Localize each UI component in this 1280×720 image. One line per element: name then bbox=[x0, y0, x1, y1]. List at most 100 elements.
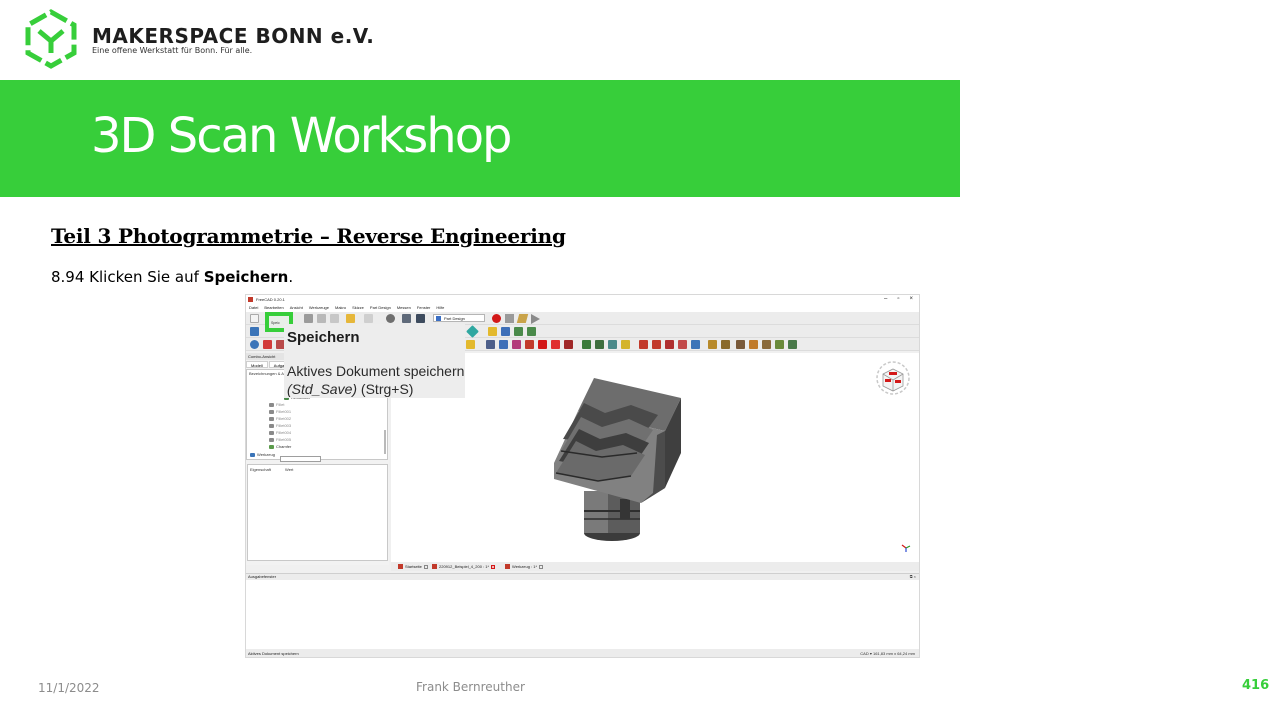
tree-item-fillet002[interactable]: Fillet002 bbox=[269, 416, 291, 421]
revolution-icon[interactable] bbox=[499, 340, 508, 349]
title-band bbox=[0, 80, 960, 197]
tree-rename-field[interactable] bbox=[280, 456, 321, 462]
brand-name: MAKERSPACE BONN e.V. bbox=[92, 24, 375, 48]
menu-skizze[interactable]: Skizze bbox=[352, 305, 364, 310]
property-editor: Eigenschaft Wert bbox=[247, 464, 388, 561]
cut-icon[interactable] bbox=[317, 314, 326, 323]
chamfer-icon[interactable] bbox=[595, 340, 604, 349]
shaft-wizard-icon[interactable] bbox=[736, 340, 745, 349]
3d-view[interactable] bbox=[391, 353, 919, 562]
multi-transform-icon[interactable] bbox=[678, 340, 687, 349]
status-message: Aktives Dokument speichern bbox=[248, 651, 299, 656]
value-column-header: Wert bbox=[285, 467, 294, 472]
tab-modell[interactable]: Modell bbox=[246, 361, 268, 368]
involute-gear-icon[interactable] bbox=[721, 340, 730, 349]
property-column-header: Eigenschaft bbox=[250, 467, 271, 472]
whats-this-icon[interactable] bbox=[416, 314, 425, 323]
std-views-icon[interactable] bbox=[250, 327, 259, 336]
draft-icon[interactable] bbox=[608, 340, 617, 349]
recompute-icon[interactable] bbox=[402, 314, 411, 323]
tree-label: Fillet003 bbox=[276, 423, 292, 428]
link-icon[interactable] bbox=[514, 327, 523, 336]
menu-part-design[interactable]: Part Design bbox=[369, 305, 391, 310]
part-icon[interactable] bbox=[488, 327, 497, 336]
status-dimensions: CAD ▾ 161,83 mm x 64,24 mm bbox=[860, 651, 915, 656]
undo-icon[interactable] bbox=[346, 314, 355, 323]
tree-label: Fillet004 bbox=[276, 430, 292, 435]
report-view-header: Ausgabefenster bbox=[246, 574, 919, 580]
fillet-node-icon bbox=[269, 402, 274, 407]
menu-makro[interactable]: Makro bbox=[335, 305, 347, 310]
tab-document[interactable]: 220912_Beispiel_4_200 : 1* bbox=[430, 563, 497, 570]
redo-icon[interactable] bbox=[364, 314, 373, 323]
subtractive-loft-icon[interactable] bbox=[564, 340, 573, 349]
tree-item-fillet003[interactable]: Fillet003 bbox=[269, 423, 291, 428]
clearance-icon[interactable] bbox=[788, 340, 797, 349]
menu-bearbeiten[interactable]: Bearbeiten bbox=[264, 305, 284, 310]
tree-item-werkzeug[interactable]: Werkzeug bbox=[250, 452, 275, 457]
groove-icon[interactable] bbox=[538, 340, 547, 349]
tree-item-fillet[interactable]: Fillet bbox=[269, 402, 284, 407]
step-instruction: 8.94 Klicken Sie auf Speichern. bbox=[51, 268, 293, 286]
tree-item-fillet004[interactable]: Fillet004 bbox=[269, 430, 291, 435]
menu-werkzeuge[interactable]: Werkzeuge bbox=[308, 305, 329, 310]
menu-fenster[interactable]: Fenster bbox=[416, 305, 431, 310]
maximize-button[interactable]: ▫ bbox=[897, 296, 900, 302]
menu-datei[interactable]: Datei bbox=[249, 305, 259, 310]
workbench-select[interactable]: Part Design bbox=[433, 314, 485, 322]
polar-pattern-icon[interactable] bbox=[665, 340, 674, 349]
link-make-icon[interactable] bbox=[527, 327, 536, 336]
validate-sketch-icon[interactable] bbox=[276, 340, 285, 349]
tab-werkzeug[interactable]: Werkzeug : 1* bbox=[503, 563, 545, 570]
pipe-icon[interactable] bbox=[525, 340, 534, 349]
tree-item-chamfer[interactable]: Chamfer bbox=[269, 444, 291, 449]
3d-model-part bbox=[554, 378, 681, 541]
close-button[interactable]: × bbox=[909, 296, 913, 302]
close-tab-icon[interactable] bbox=[539, 564, 544, 569]
chamfer-node-icon bbox=[269, 444, 274, 449]
pad-icon[interactable] bbox=[466, 340, 475, 349]
pocket-icon[interactable] bbox=[486, 340, 495, 349]
menu-messen[interactable]: Messen bbox=[396, 305, 411, 310]
fillet-node-icon bbox=[269, 430, 274, 435]
tree-label: Fillet002 bbox=[276, 416, 292, 421]
tree-scrollbar[interactable] bbox=[384, 430, 386, 454]
tree-item-fillet005[interactable]: Fillet005 bbox=[269, 437, 291, 442]
macro-record-icon[interactable] bbox=[492, 314, 501, 323]
report-view-controls[interactable]: ⧉ × bbox=[909, 574, 916, 579]
navigation-cube-icon[interactable] bbox=[875, 360, 911, 398]
macro-play-icon[interactable] bbox=[531, 314, 540, 324]
paste-icon[interactable] bbox=[330, 314, 339, 323]
loft-icon[interactable] bbox=[512, 340, 521, 349]
wizard-icon[interactable] bbox=[749, 340, 758, 349]
menu-ansicht[interactable]: Ansicht bbox=[289, 305, 303, 310]
refresh-icon[interactable] bbox=[386, 314, 395, 323]
axis-cross-icon bbox=[901, 544, 911, 552]
close-tab-icon[interactable] bbox=[491, 564, 496, 569]
toolbar-file bbox=[246, 312, 919, 325]
create-sketch-icon[interactable] bbox=[263, 340, 272, 349]
window-titlebar: FreeCAD 0.20.1 – ▫ × bbox=[246, 295, 919, 304]
mirrored-icon[interactable] bbox=[639, 340, 648, 349]
new-document-icon[interactable] bbox=[250, 314, 259, 323]
sprocket-icon[interactable] bbox=[708, 340, 717, 349]
footer-date: 11/1/2022 bbox=[38, 681, 100, 695]
tab-startseite[interactable]: Startseite bbox=[396, 563, 430, 570]
document-tabs: Startseite 220912_Beispiel_4_200 : 1* We… bbox=[391, 562, 919, 571]
thickness-icon[interactable] bbox=[621, 340, 630, 349]
linear-pattern-icon[interactable] bbox=[652, 340, 661, 349]
tree-item-fillet001[interactable]: Fillet001 bbox=[269, 409, 291, 414]
hole-icon[interactable] bbox=[551, 340, 560, 349]
fillet-icon[interactable] bbox=[582, 340, 591, 349]
folder-icon[interactable] bbox=[501, 327, 510, 336]
minimize-button[interactable]: – bbox=[884, 296, 888, 302]
gear-wizard-icon[interactable] bbox=[762, 340, 771, 349]
boolean-icon[interactable] bbox=[691, 340, 700, 349]
measure-icon[interactable] bbox=[466, 325, 479, 338]
menu-hilfe[interactable]: Hilfe bbox=[436, 305, 445, 310]
body-icon[interactable] bbox=[250, 340, 259, 349]
close-tab-icon[interactable] bbox=[423, 564, 428, 569]
spring-icon[interactable] bbox=[775, 340, 784, 349]
print-icon[interactable] bbox=[304, 314, 313, 323]
macro-stop-icon[interactable] bbox=[505, 314, 514, 323]
